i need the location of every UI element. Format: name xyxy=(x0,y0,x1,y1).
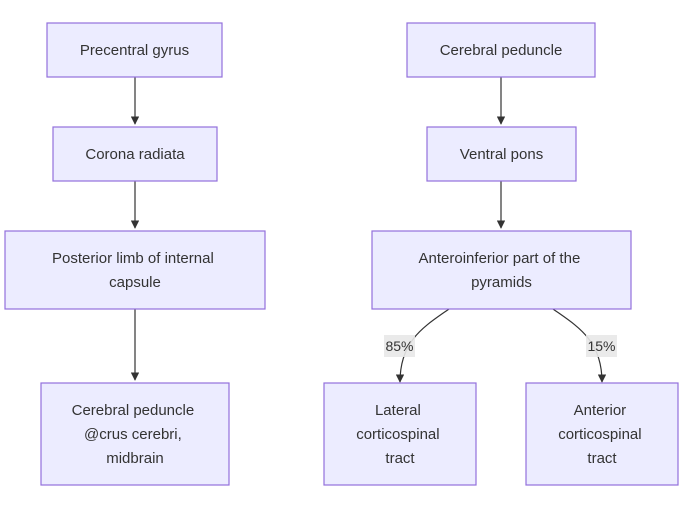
node-lateral-corticospinal-line-1: Lateral xyxy=(375,402,421,419)
node-anteroinferior-pyramids-line-1: Anteroinferior part of the xyxy=(419,250,581,267)
node-anterior-corticospinal-label: Anterior corticospinal tract xyxy=(558,402,646,467)
node-lateral-corticospinal-box xyxy=(323,382,477,486)
node-posterior-limb-box xyxy=(4,230,266,310)
node-anterior-corticospinal-line-2: corticospinal xyxy=(558,426,641,443)
node-cerebral-peduncle-crus-line-1: Cerebral peduncle xyxy=(72,402,195,419)
node-precentral-gyrus: Precentral gyrus xyxy=(46,22,223,78)
node-corona-radiata: Corona radiata xyxy=(52,126,218,182)
node-anterior-corticospinal-line-3: tract xyxy=(587,450,617,467)
node-posterior-limb-line-2: capsule xyxy=(109,274,161,291)
node-lateral-corticospinal-label: Lateral corticospinal tract xyxy=(356,402,444,467)
node-ventral-pons-box xyxy=(426,126,577,182)
node-anterior-corticospinal-line-1: Anterior xyxy=(574,402,627,419)
node-cerebral-peduncle-crus: Cerebral peduncle @crus cerebri, midbrai… xyxy=(40,382,230,486)
edge-label-85-text: 85% xyxy=(385,338,413,354)
node-anteroinferior-pyramids-label: Anteroinferior part of the pyramids xyxy=(419,250,585,291)
node-cerebral-peduncle-crus-box xyxy=(40,382,230,486)
node-cerebral-peduncle-box xyxy=(406,22,596,78)
node-cerebral-peduncle-label: Cerebral peduncle xyxy=(440,42,563,59)
node-lateral-corticospinal-line-2: corticospinal xyxy=(356,426,439,443)
node-anteroinferior-pyramids-line-2: pyramids xyxy=(471,274,532,291)
edge-label-15-background xyxy=(586,335,617,357)
node-ventral-pons: Ventral pons xyxy=(426,126,577,182)
edge-label-15: 15% xyxy=(586,335,617,357)
node-anteroinferior-pyramids-box xyxy=(371,230,632,310)
edge-label-15-text: 15% xyxy=(587,338,615,354)
node-anteroinferior-pyramids: Anteroinferior part of the pyramids xyxy=(371,230,632,310)
edge-label-85-background xyxy=(384,335,415,357)
node-posterior-limb-line-1: Posterior limb of internal xyxy=(52,250,214,267)
edge-pyramids-to-lateral xyxy=(395,308,450,383)
edges xyxy=(130,77,607,383)
node-precentral-gyrus-label: Precentral gyrus xyxy=(80,42,189,59)
node-corona-radiata-box xyxy=(52,126,218,182)
node-posterior-limb-label: Posterior limb of internal capsule xyxy=(52,250,218,291)
edge-label-85: 85% xyxy=(384,335,415,357)
node-cerebral-peduncle-crus-line-2: @crus cerebri, xyxy=(84,426,182,443)
node-lateral-corticospinal-line-3: tract xyxy=(385,450,415,467)
node-cerebral-peduncle-crus-label: Cerebral peduncle @crus cerebri, midbrai… xyxy=(72,402,199,467)
node-ventral-pons-label: Ventral pons xyxy=(460,146,543,163)
node-lateral-corticospinal: Lateral corticospinal tract xyxy=(323,382,477,486)
node-cerebral-peduncle-crus-line-3: midbrain xyxy=(106,450,164,467)
node-cerebral-peduncle: Cerebral peduncle xyxy=(406,22,596,78)
node-posterior-limb: Posterior limb of internal capsule xyxy=(4,230,266,310)
node-anterior-corticospinal-box xyxy=(525,382,679,486)
node-anterior-corticospinal: Anterior corticospinal tract xyxy=(525,382,679,486)
node-precentral-gyrus-box xyxy=(46,22,223,78)
node-corona-radiata-label: Corona radiata xyxy=(85,146,185,163)
